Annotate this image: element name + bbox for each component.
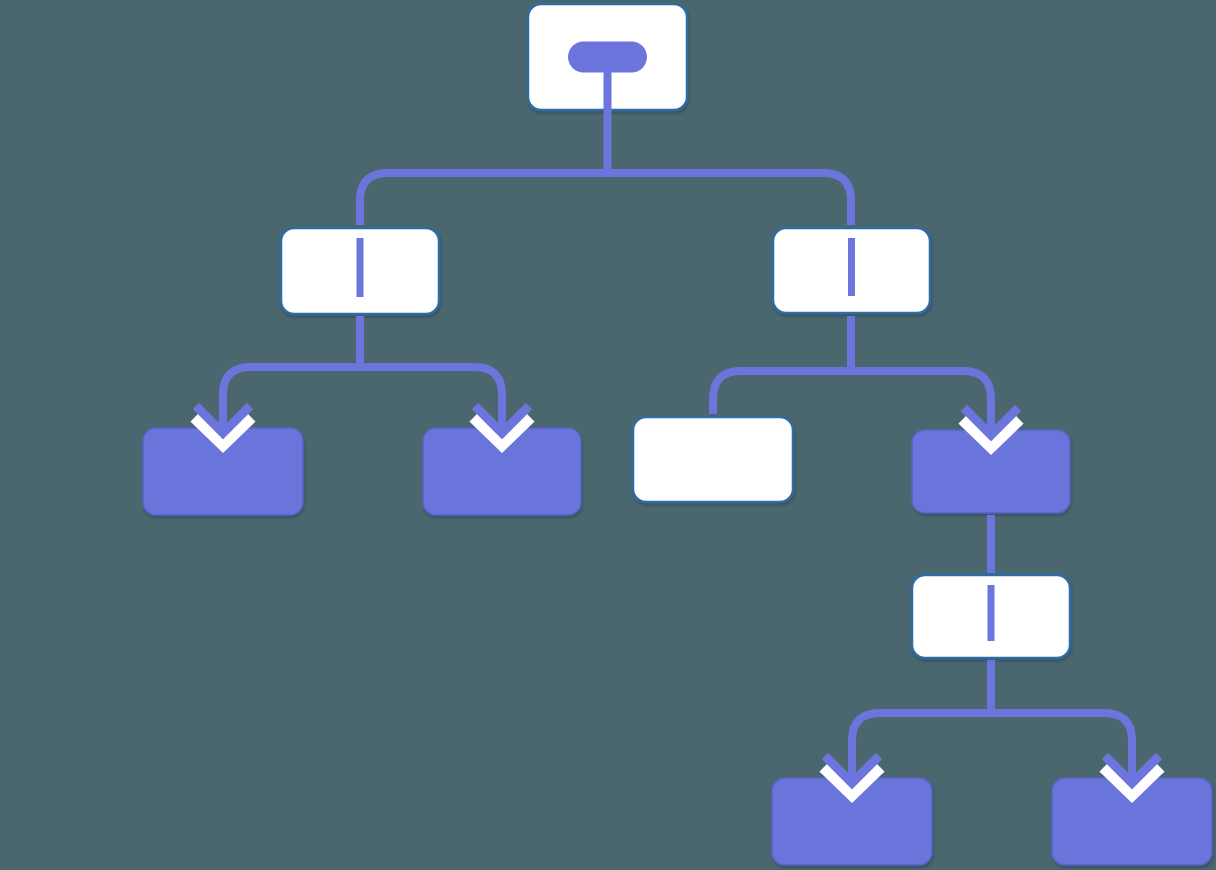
arrow-into-leaf-left-1 — [190, 402, 256, 454]
arrow-markers-layer — [190, 402, 1165, 804]
branch-node-left[interactable] — [279, 226, 441, 316]
chevron-white-icon — [469, 412, 535, 454]
edge-bottom-branch — [848, 709, 1136, 779]
edge-left-branch — [219, 363, 506, 429]
arrow-into-leaf-bottom-1 — [819, 752, 885, 804]
chevron-purple-icon — [821, 752, 883, 790]
child-node-right-white[interactable] — [631, 415, 795, 504]
nodes-layer — [142, 2, 1213, 866]
connectors-layer — [219, 57, 1136, 779]
arrow-into-right-purple — [958, 404, 1024, 456]
chevron-white-icon — [190, 412, 256, 454]
chevron-white-icon — [819, 762, 885, 804]
chevron-purple-icon — [471, 402, 533, 440]
branch-node-bottom[interactable] — [910, 573, 1072, 660]
chevron-purple-icon — [960, 404, 1022, 442]
chevron-white-icon — [1099, 762, 1165, 804]
edge-right-branch — [709, 367, 995, 431]
arrow-into-leaf-left-2 — [469, 402, 535, 454]
arrow-into-leaf-bottom-2 — [1099, 752, 1165, 804]
branch-node-right[interactable] — [771, 226, 932, 315]
chevron-purple-icon — [1101, 752, 1163, 790]
edge-root-branch — [356, 169, 855, 225]
chevron-purple-icon — [192, 402, 254, 440]
chevron-white-icon — [958, 414, 1024, 456]
